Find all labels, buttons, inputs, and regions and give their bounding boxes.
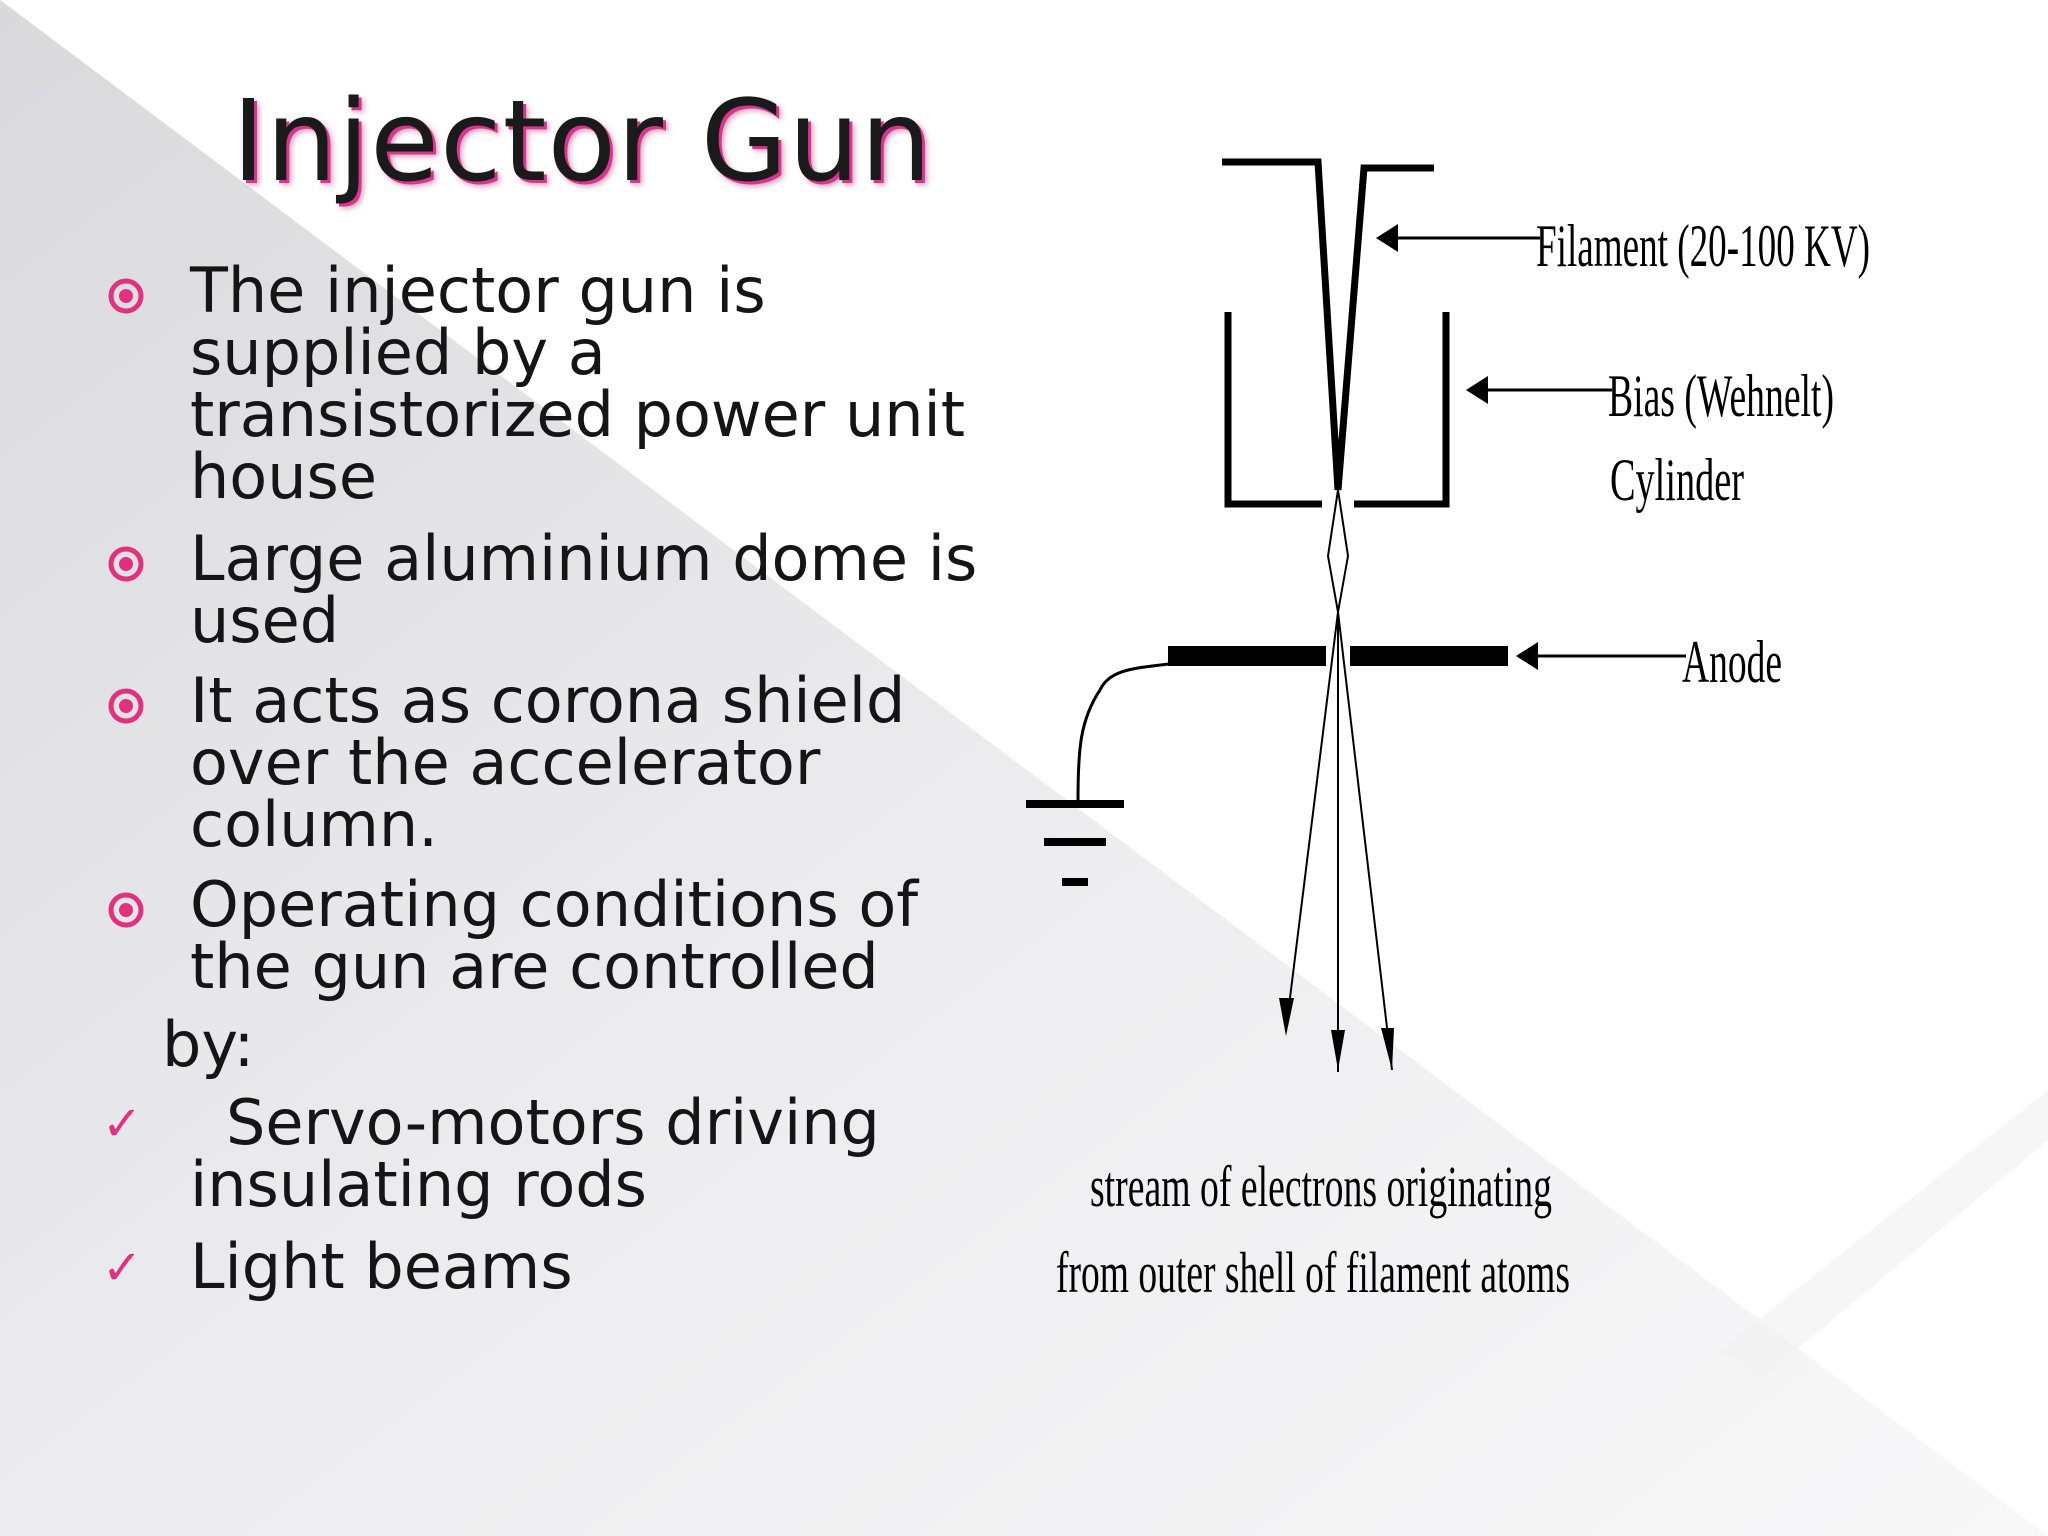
bullet-line: transistorized power unit — [190, 378, 966, 451]
target-bullet-icon — [108, 892, 144, 928]
ground-symbol — [1026, 662, 1169, 886]
checkmark-icon: ✓ — [102, 1096, 143, 1152]
check-item: Servo-motors driving insulating rods — [190, 1092, 880, 1216]
corner-shape — [1720, 1090, 2048, 1380]
bullet-line: It acts as corona shield — [190, 664, 906, 737]
filament-label: Filament (20-100 KV) — [1536, 213, 1870, 279]
bullet-line: house — [190, 440, 377, 513]
diagram-caption-line1: stream of electrons originating — [1090, 1154, 1552, 1219]
anode-plates — [1168, 646, 1508, 666]
diagram-caption-line2: from outer shell of filament atoms — [1056, 1240, 1570, 1305]
checkmark-icon: ✓ — [102, 1240, 143, 1296]
bias-arrow-head — [1466, 376, 1488, 404]
check-line: Servo-motors driving — [226, 1086, 880, 1159]
bullet-line: column. — [190, 788, 438, 861]
target-bullet-icon — [108, 278, 144, 314]
target-bullet-icon — [108, 688, 144, 724]
bullet-line: used — [190, 584, 340, 657]
bullet-line: Large aluminium dome is — [190, 522, 978, 595]
check-item: Light beams — [190, 1236, 573, 1298]
bullet-line: Operating conditions of — [190, 868, 919, 941]
filament-shape — [1222, 158, 1434, 491]
bullet-item: Large aluminium dome is used — [190, 528, 977, 652]
anode-label: Anode — [1682, 629, 1782, 695]
bullet-item: It acts as corona shield over the accele… — [190, 670, 905, 856]
target-bullet-icon — [108, 546, 144, 582]
continuation-text: by: — [162, 1008, 255, 1081]
check-line: Light beams — [190, 1230, 573, 1303]
bias-label-line2: Cylinder — [1610, 447, 1744, 513]
bullet-line: supplied by a — [190, 316, 606, 389]
bullet-line: the gun are controlled — [190, 930, 879, 1003]
anode-arrow-head — [1516, 642, 1538, 670]
bullet-line: The injector gun is — [190, 254, 766, 327]
bullet-line: over the accelerator — [190, 726, 821, 799]
bullet-item: Operating conditions of the gun are cont… — [190, 874, 918, 998]
electron-beam — [1279, 489, 1394, 1072]
wehnelt-cylinder — [1224, 312, 1450, 508]
check-line: insulating rods — [190, 1148, 647, 1221]
bullet-item: The injector gun is supplied by a transi… — [190, 260, 965, 508]
bias-label-line1: Bias (Wehnelt) — [1608, 363, 1834, 429]
slide-title: Injector Gun — [232, 77, 933, 207]
filament-arrow-head — [1376, 224, 1398, 252]
